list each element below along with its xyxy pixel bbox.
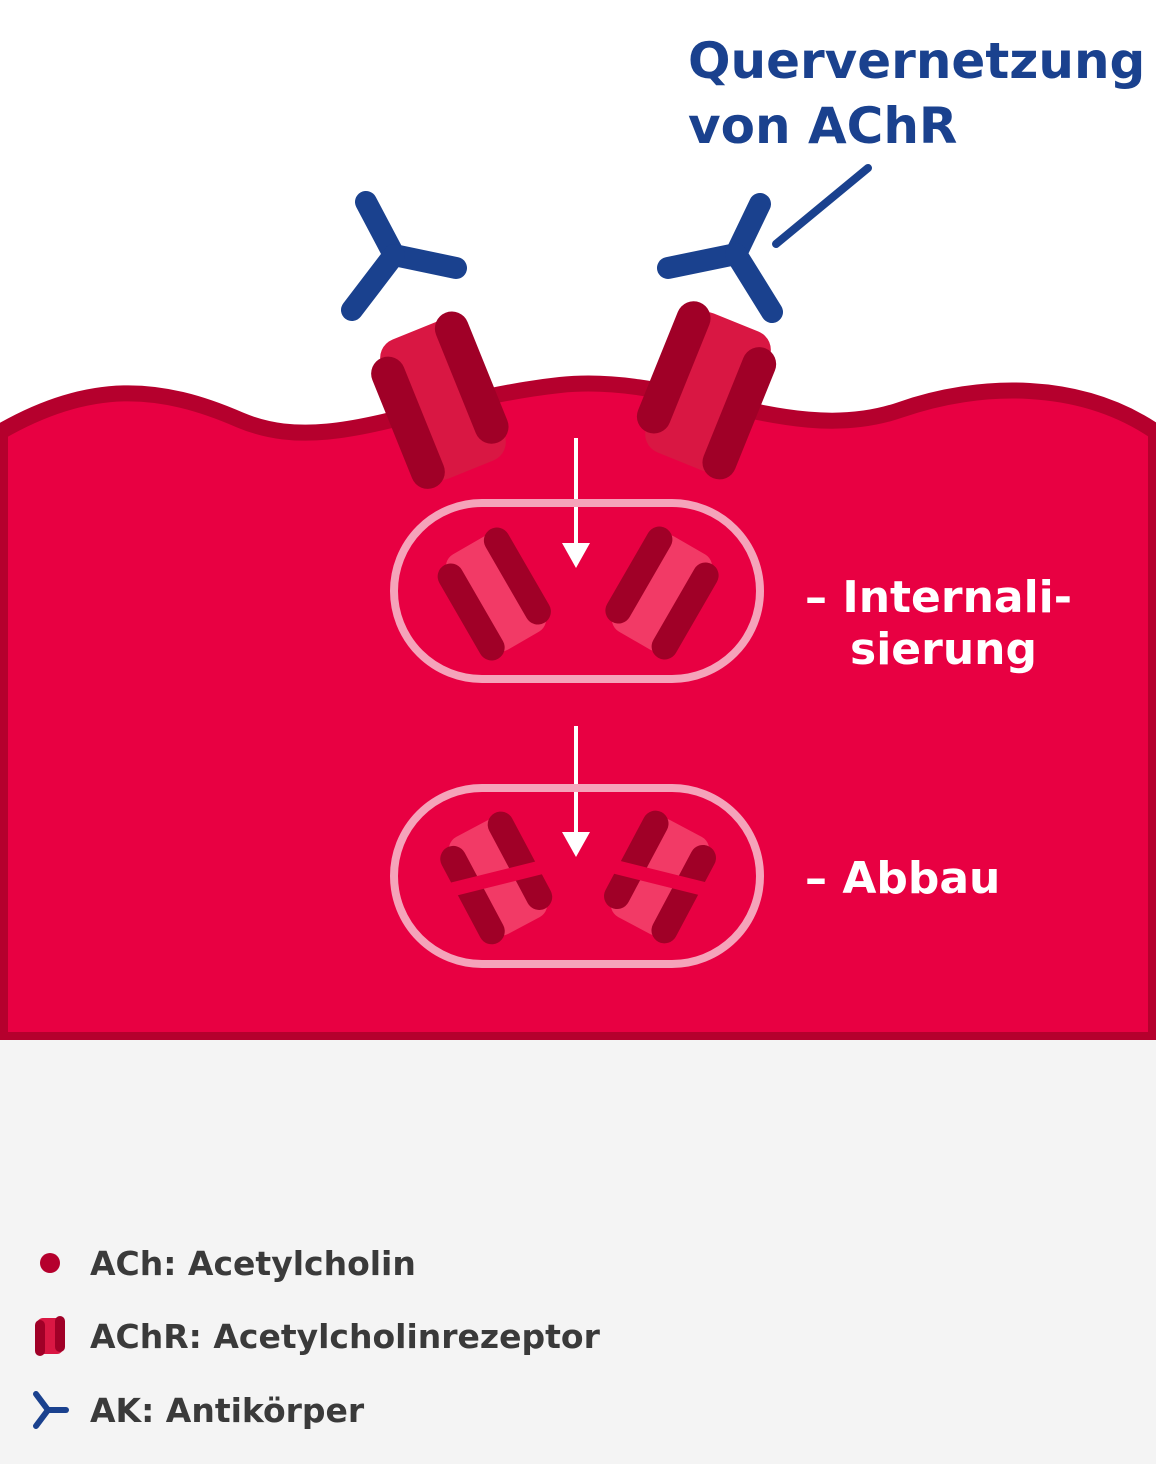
surface-receptor-right	[636, 301, 777, 480]
crosslink-label-line1: Quervernetzung	[688, 32, 1145, 90]
vesicle2-fragment-right	[604, 810, 716, 944]
crosslink-pointer	[772, 164, 872, 248]
legend-panel: ACh: Acetylcholin AChR: Acetylcholinreze…	[0, 1040, 1156, 1464]
legend-label-ach: ACh: Acetylcholin	[90, 1243, 416, 1283]
arrowhead-2	[562, 832, 590, 857]
antibody-icon	[30, 1386, 70, 1434]
receptor-icon	[30, 1312, 70, 1360]
vesicle-degradation	[390, 784, 764, 968]
antibody-right-icon	[657, 193, 783, 323]
vesicle1-receptor-right	[605, 526, 719, 660]
internalization-diagram: Quervernetzung von AChR – Internali- sie…	[0, 32, 1156, 1040]
legend-item-ak: AK: Antikörper	[30, 1386, 364, 1434]
legend-item-ach: ACh: Acetylcholin	[30, 1239, 416, 1287]
legend-item-achr: AChR: Acetylcholinrezeptor	[30, 1312, 600, 1360]
crosslink-label-line2: von AChR	[688, 97, 957, 155]
vesicle2-fragment-left	[440, 811, 553, 945]
vesicle-internalization	[390, 499, 764, 683]
internalization-label-line1: – Internali-	[805, 572, 1072, 623]
degradation-label: – Abbau	[805, 853, 1000, 904]
internalization-label-line2: sierung	[850, 624, 1037, 675]
cell-membrane	[0, 375, 1156, 1040]
vesicle1-receptor-left	[437, 527, 551, 661]
legend-label-ak: AK: Antikörper	[90, 1390, 365, 1430]
antibody-left-icon	[341, 191, 467, 321]
arrowhead-1	[562, 543, 590, 568]
surface-receptor-left	[371, 311, 509, 489]
dot-icon	[30, 1239, 70, 1287]
legend-label-achr: AChR: Acetylcholinrezeptor	[90, 1316, 600, 1356]
